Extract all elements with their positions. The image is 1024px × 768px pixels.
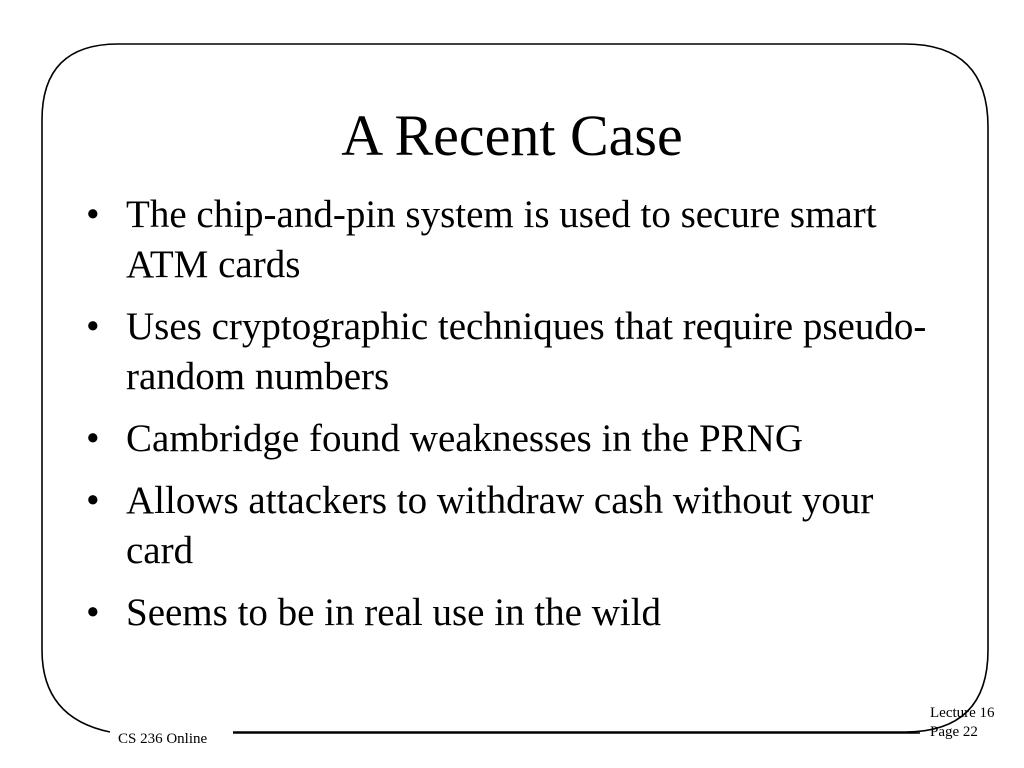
bullet-text: Cambridge found weaknesses in the PRNG	[126, 417, 803, 460]
list-item: • Allows attackers to withdraw cash with…	[86, 476, 946, 576]
slide-title: A Recent Case	[341, 103, 683, 168]
bullet-text: Allows attackers to withdraw cash withou…	[126, 479, 874, 572]
bullet-icon: •	[86, 193, 100, 236]
footer-page-info: Lecture 16 Page 22	[930, 704, 995, 742]
list-item: • Seems to be in real use in the wild	[86, 588, 946, 638]
bullet-list: • The chip-and-pin system is used to sec…	[86, 190, 946, 650]
bullet-text: The chip-and-pin system is used to secur…	[126, 193, 877, 286]
bullet-icon: •	[86, 591, 100, 634]
list-item: • Uses cryptographic techniques that req…	[86, 302, 946, 402]
bullet-icon: •	[86, 479, 100, 522]
list-item: • The chip-and-pin system is used to sec…	[86, 190, 946, 290]
bullet-icon: •	[86, 305, 100, 348]
footer-course: CS 236 Online	[118, 731, 208, 747]
footer-page-number: Page 22	[930, 724, 978, 740]
bullet-text: Seems to be in real use in the wild	[126, 591, 662, 634]
footer-lecture: Lecture 16	[930, 705, 995, 721]
bullet-icon: •	[86, 417, 100, 460]
bullet-text: Uses cryptographic techniques that requi…	[126, 305, 927, 398]
list-item: • Cambridge found weaknesses in the PRNG	[86, 414, 946, 464]
